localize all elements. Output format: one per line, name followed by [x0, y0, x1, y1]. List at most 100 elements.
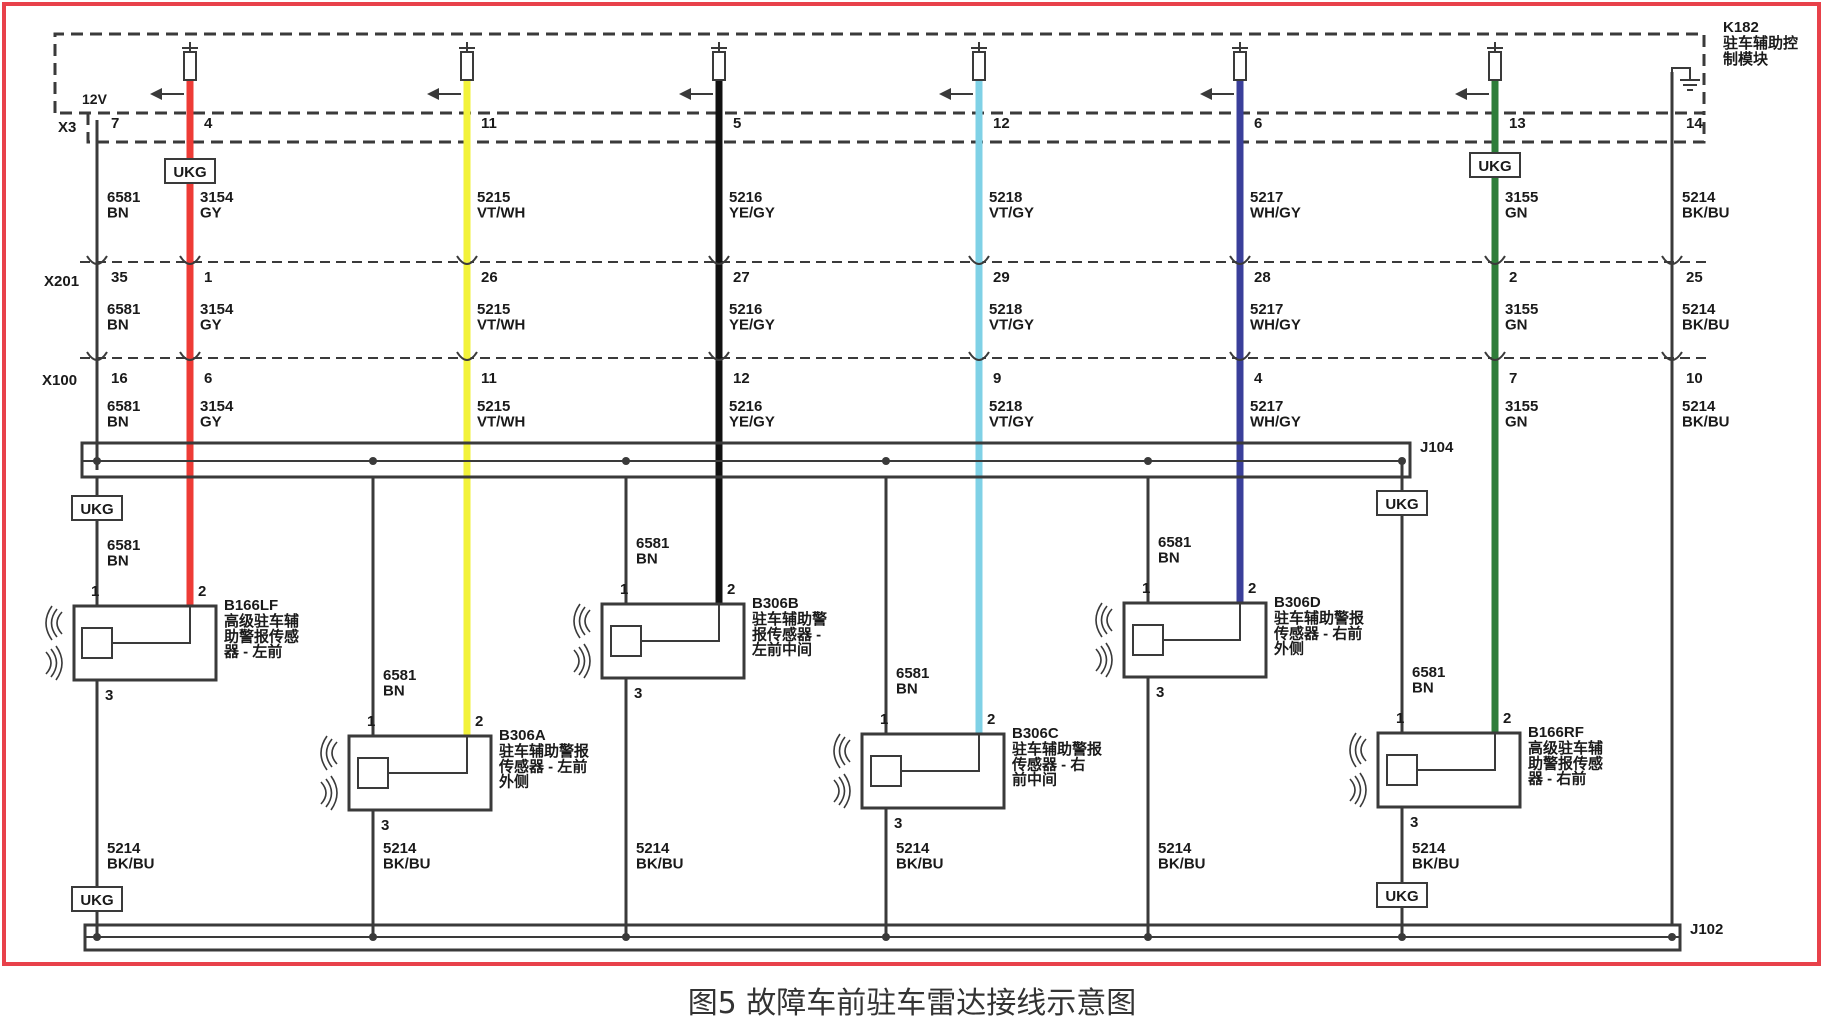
connector-terminal [708, 255, 730, 265]
sensor-pin-number: 1 [91, 583, 99, 600]
connector-terminal [86, 351, 108, 361]
sensor-name: 驻车辅助警报传感器 -左前中间 [751, 610, 827, 659]
pin-number: 12 [733, 370, 750, 387]
module-outline [53, 32, 1706, 115]
ukg-box-gy [164, 158, 216, 184]
sensor-internal-wire [1163, 603, 1241, 641]
sound-wave-icon [50, 608, 58, 638]
sensor-pin-number: 1 [367, 713, 375, 730]
module-name-line2: 制模块 [1723, 50, 1769, 68]
sensor-id: B166RF [1528, 724, 1584, 741]
sound-wave-icon [833, 733, 841, 769]
transducer-icon [1386, 754, 1418, 786]
ukg-box-gy-label: UKG [173, 164, 206, 181]
signal-arrow-head [427, 88, 439, 100]
sensor-internal-wire [641, 604, 720, 642]
ukg-box-feed-right [1376, 490, 1428, 516]
sensor-pin-number: 2 [1503, 710, 1511, 727]
sensor-pin-number: 2 [1248, 580, 1256, 597]
terminal-pin [1488, 51, 1502, 81]
pin-number: 26 [481, 269, 498, 286]
terminal-pin [460, 51, 474, 81]
ukg-box-gn-label: UKG [1478, 158, 1511, 175]
pin-number: 27 [733, 269, 750, 286]
splice-node [369, 933, 377, 941]
sensor-name: 驻车辅助警报传感器 - 左前外侧 [498, 742, 589, 791]
terminal-pin [1233, 51, 1247, 81]
sensor-pin-number: 2 [198, 583, 206, 600]
pin-number: 29 [993, 269, 1010, 286]
transducer-icon [357, 757, 389, 789]
sensor-id: B166LF [224, 597, 278, 614]
terminal-pin [183, 51, 197, 81]
signal-arrow-head [1200, 88, 1212, 100]
connector-terminal [708, 351, 730, 361]
sensor-internal-wire [1417, 733, 1496, 771]
connector-terminal [456, 351, 478, 361]
pin-number: 4 [1254, 370, 1263, 387]
sensor-pin-number: 2 [475, 713, 483, 730]
signal-arrow-head [150, 88, 162, 100]
sound-wave-icon [325, 738, 333, 768]
sensor-internal-wire [112, 606, 191, 644]
ukg-box-ground-right [1376, 882, 1428, 908]
sound-wave-icon [844, 739, 851, 763]
sensor-pin-number: 3 [634, 685, 642, 702]
pin-number: 2 [1509, 269, 1517, 286]
ground-lead [1671, 67, 1691, 80]
sensor-id: B306B [752, 595, 799, 612]
sensor-pin-number: 1 [880, 711, 888, 728]
sound-wave-icon [1354, 735, 1362, 765]
pin-number: 10 [1686, 370, 1703, 387]
connector-x3-outline [86, 113, 1706, 144]
pin-number: 7 [111, 115, 119, 132]
sensor-name: 驻车辅助警报传感器 - 右前外侧 [1273, 609, 1364, 658]
sound-wave-icon [578, 646, 586, 676]
pin-number: 6 [204, 370, 212, 387]
connector-terminal [179, 255, 201, 265]
sensor-pin-number: 3 [381, 817, 389, 834]
connector-terminal [1661, 351, 1683, 361]
ukg-box-feed-right-label: UKG [1385, 496, 1418, 513]
connector-terminal [968, 351, 990, 361]
sound-wave-icon [1349, 732, 1357, 768]
signal-arrow-head [679, 88, 691, 100]
ukg-box-ground-left [71, 886, 123, 912]
sound-wave-icon [320, 781, 327, 805]
sensor-name: 高级驻车辅助警报传感器 - 左前 [223, 612, 299, 661]
connector-terminal [456, 255, 478, 265]
sound-wave-icon [1349, 778, 1356, 802]
sound-wave-icon [331, 741, 338, 765]
sound-wave-icon [320, 735, 328, 771]
supply-voltage-label: 12V [82, 91, 108, 107]
pin-number: 4 [204, 115, 213, 132]
connector-terminal [968, 255, 990, 265]
connector-x201-label: X201 [44, 273, 79, 290]
pin-number: 1 [204, 269, 212, 286]
signal-arrow-head [939, 88, 951, 100]
sound-wave-icon [838, 776, 846, 806]
module-name-line1: 驻车辅助控 [1723, 34, 1798, 52]
sensor-id: B306D [1274, 594, 1321, 611]
terminal-pin [712, 51, 726, 81]
splice-j104 [80, 441, 1412, 479]
sensor-pin-number: 2 [727, 581, 735, 598]
